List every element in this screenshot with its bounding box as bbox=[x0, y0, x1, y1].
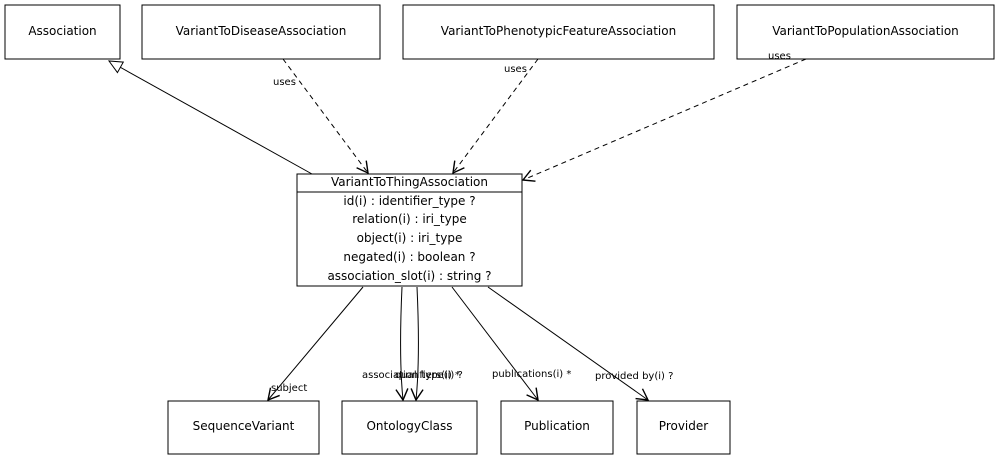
edge-label-qualifiers: qualifiers(i) * bbox=[395, 370, 460, 381]
class-ontology-class[interactable]: OntologyClass bbox=[341, 400, 478, 455]
attribute-id: id(i) : identifier_type ? bbox=[343, 194, 475, 208]
edge-label-uses-disease: uses bbox=[273, 77, 296, 88]
class-provider-label: Provider bbox=[659, 419, 708, 433]
edge-publications bbox=[451, 286, 539, 402]
class-variant-to-phenotypic-feature-association[interactable]: VariantToPhenotypicFeatureAssociation bbox=[402, 4, 715, 60]
attribute-object: object(i) : iri_type bbox=[357, 231, 463, 245]
class-variant-to-thing-association[interactable]: VariantToThingAssociation id(i) : identi… bbox=[296, 173, 523, 287]
edge-label-uses-population: uses bbox=[768, 51, 791, 62]
edge-subject bbox=[267, 286, 364, 402]
edge-association-type bbox=[395, 286, 409, 402]
class-variant-to-population-association[interactable]: VariantToPopulationAssociation bbox=[736, 4, 995, 60]
edge-qualifiers bbox=[410, 286, 424, 402]
class-variant-to-thing-association-label: VariantToThingAssociation bbox=[331, 175, 488, 189]
class-association-label: Association bbox=[28, 24, 96, 38]
edge-uses-phenotypic bbox=[452, 58, 539, 175]
edge-label-provided-by: provided by(i) ? bbox=[595, 371, 673, 382]
edge-uses-disease bbox=[282, 58, 369, 175]
edge-label-association-type: association type(i) ? bbox=[362, 370, 463, 381]
edge-uses-population bbox=[521, 58, 807, 182]
edge-inheritance-association bbox=[107, 60, 313, 175]
class-variant-to-population-association-label: VariantToPopulationAssociation bbox=[772, 24, 959, 38]
class-provider[interactable]: Provider bbox=[636, 400, 731, 455]
class-ontology-class-label: OntologyClass bbox=[366, 419, 452, 433]
edge-label-publications: publications(i) * bbox=[492, 369, 571, 380]
class-sequence-variant-label: SequenceVariant bbox=[193, 419, 295, 433]
class-publication-label: Publication bbox=[524, 419, 590, 433]
attribute-negated: negated(i) : boolean ? bbox=[343, 250, 475, 264]
attribute-relation: relation(i) : iri_type bbox=[352, 212, 467, 226]
edge-label-subject: subject bbox=[271, 383, 307, 394]
attribute-association-slot: association_slot(i) : string ? bbox=[327, 269, 491, 283]
edge-label-uses-phenotypic: uses bbox=[504, 64, 527, 75]
class-sequence-variant[interactable]: SequenceVariant bbox=[167, 400, 320, 455]
edge-provided-by bbox=[487, 286, 650, 401]
class-association[interactable]: Association bbox=[4, 4, 121, 60]
class-publication[interactable]: Publication bbox=[500, 400, 614, 455]
class-variant-to-phenotypic-feature-association-label: VariantToPhenotypicFeatureAssociation bbox=[441, 24, 676, 38]
class-variant-to-disease-association[interactable]: VariantToDiseaseAssociation bbox=[141, 4, 381, 60]
class-variant-to-disease-association-label: VariantToDiseaseAssociation bbox=[176, 24, 347, 38]
